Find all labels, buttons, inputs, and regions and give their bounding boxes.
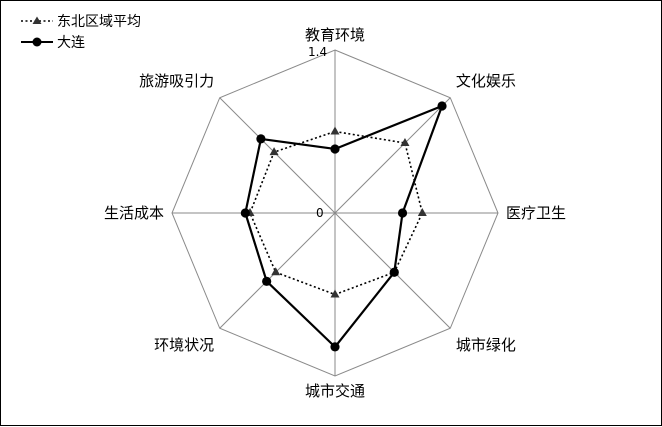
series-1-point-1 bbox=[437, 101, 447, 111]
legend-label-dalian: 大连 bbox=[57, 35, 85, 51]
series-0-point-7 bbox=[269, 147, 279, 156]
series-1-point-7 bbox=[256, 134, 266, 144]
series-1-point-4 bbox=[330, 342, 340, 352]
axis-label-4: 城市交通 bbox=[305, 382, 365, 400]
series-0-point-2 bbox=[417, 208, 427, 216]
legend-marker-circle bbox=[32, 37, 42, 47]
series-0-point-5 bbox=[271, 267, 281, 276]
axis-label-3: 城市绿化 bbox=[456, 336, 516, 354]
series-line-1 bbox=[244, 104, 444, 348]
series-1-point-2 bbox=[397, 208, 408, 218]
grid-spoke bbox=[219, 97, 336, 214]
grid-spoke bbox=[334, 97, 451, 214]
series-1-point-5 bbox=[262, 276, 272, 286]
series-1-point-3 bbox=[389, 267, 399, 277]
series-1-point-0 bbox=[330, 144, 340, 154]
series-1-point-6 bbox=[240, 208, 250, 218]
axis-label-1: 文化娱乐 bbox=[456, 72, 516, 90]
legend-label-east-average: 东北区域平均 bbox=[57, 14, 141, 30]
axis-label-7: 旅游吸引力 bbox=[139, 72, 214, 90]
series-0-point-4 bbox=[330, 289, 340, 298]
axis-label-2: 医疗卫生 bbox=[506, 204, 566, 222]
legend-marker-triangle bbox=[32, 16, 42, 24]
radar-grid: 01.4 bbox=[171, 45, 499, 377]
axis-label-0: 教育环境 bbox=[305, 26, 365, 44]
radar-series bbox=[240, 101, 447, 352]
legend: 东北区域平均 大连 bbox=[21, 14, 141, 51]
axis-label-5: 环境状况 bbox=[154, 336, 214, 354]
axis-label-6: 生活成本 bbox=[104, 204, 164, 222]
series-0-point-1 bbox=[400, 138, 410, 147]
tick-label-max: 1.4 bbox=[308, 45, 327, 59]
tick-label-0: 0 bbox=[316, 206, 324, 220]
series-0-point-0 bbox=[330, 126, 340, 135]
